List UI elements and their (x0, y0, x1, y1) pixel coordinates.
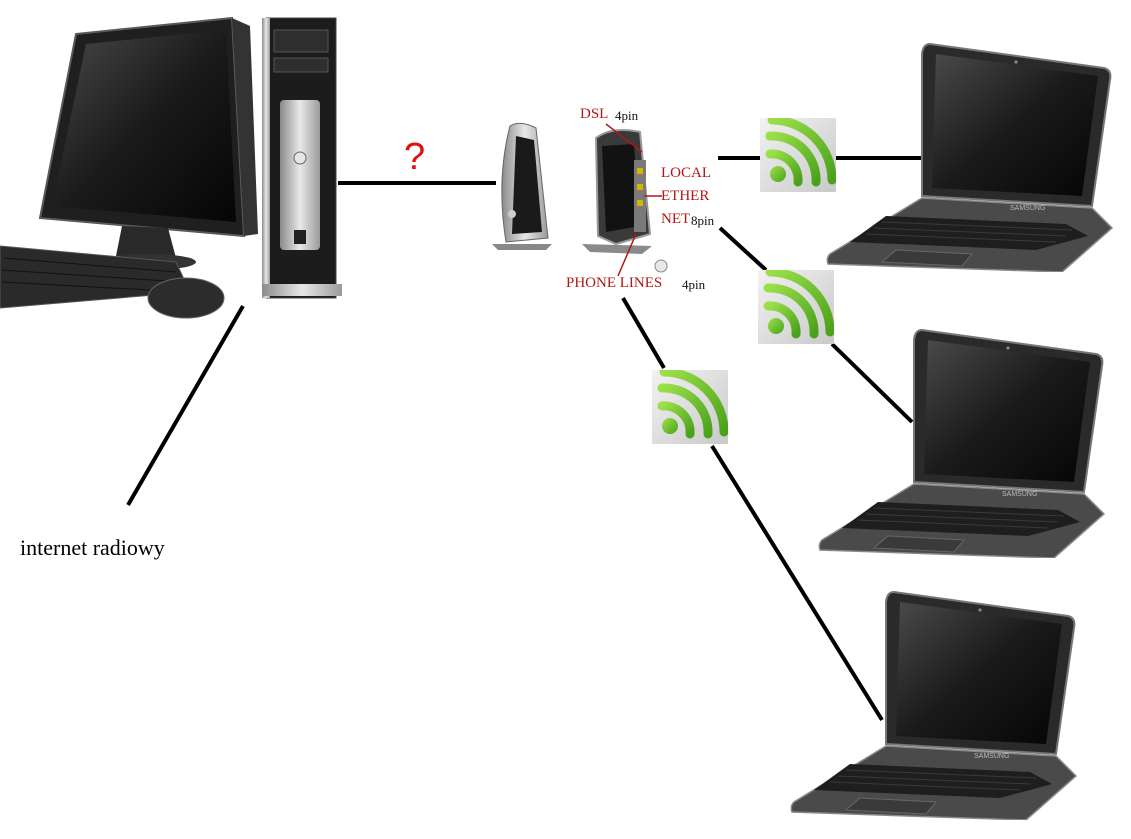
phone-lines-label: PHONE LINES (566, 275, 663, 291)
wire-router-to-wifi3 (621, 296, 666, 370)
laptop-brand-label: SAMSUNG (1002, 491, 1038, 498)
dsl-pointer (605, 123, 643, 153)
modem-icon (492, 122, 552, 250)
internet-radio-label: internet radiowy (20, 535, 165, 560)
desktop-computer-icon (0, 16, 342, 319)
laptop-brand-label: SAMSUNG (1010, 205, 1046, 212)
monitor (38, 16, 258, 270)
wire-router-to-wifi2 (718, 226, 768, 272)
mouse-icon (147, 277, 225, 319)
ethernet-pins-label: 8pin (691, 213, 715, 228)
net-label: NET (661, 211, 691, 227)
wifi-icon (758, 270, 834, 344)
router-icon (582, 129, 668, 273)
dsl-label: DSL (580, 106, 609, 122)
laptop-icon (790, 591, 1077, 820)
local-label: LOCAL (661, 165, 711, 181)
ether-label: ETHER (661, 188, 710, 204)
phone-pointer (617, 233, 637, 277)
laptop-brand-label: SAMSUNG (974, 753, 1010, 760)
dsl-pins-label: 4pin (615, 108, 639, 123)
wifi-icon (760, 118, 836, 192)
wire-wifi2-to-laptop2 (830, 342, 914, 424)
wire-wifi3-to-laptop3 (710, 444, 884, 722)
phone-pins-label: 4pin (682, 277, 706, 292)
tower-case (262, 17, 342, 299)
wifi-icon (652, 370, 728, 444)
wire-pc-to-radio (126, 304, 245, 507)
laptop-icon (818, 329, 1105, 558)
question-mark-label: ? (404, 136, 426, 178)
